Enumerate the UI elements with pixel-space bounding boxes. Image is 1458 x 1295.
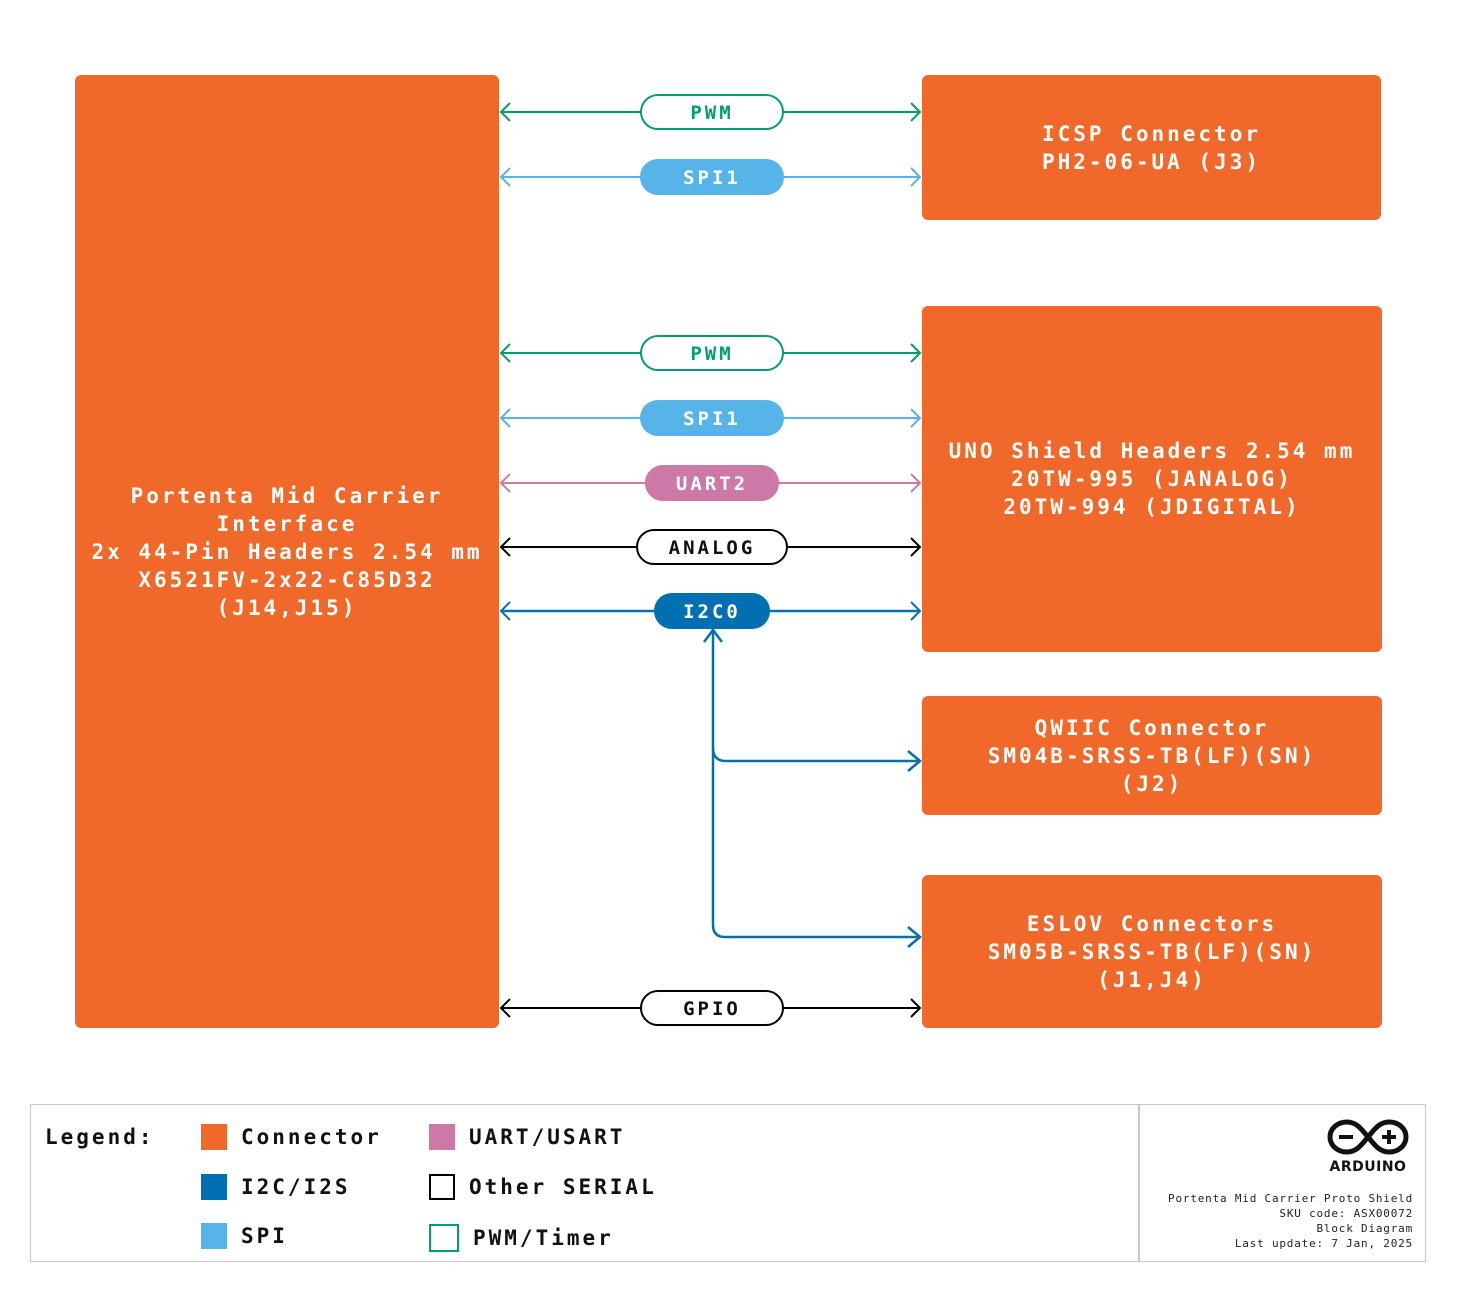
arrowhead (910, 167, 922, 187)
bus-label: ANALOG (669, 537, 756, 559)
legend-item-i2c: I2C/I2S (201, 1174, 351, 1200)
legend-label: Other SERIAL (469, 1175, 657, 1199)
legend-label: SPI (241, 1224, 288, 1248)
sku-code: SKU code: ASX00072 (1279, 1207, 1413, 1220)
arrowhead (499, 601, 511, 621)
i2c-swatch (201, 1174, 227, 1200)
legend-item-spi: SPI (201, 1223, 288, 1249)
bus-pill (640, 94, 784, 130)
block-label-line: SM04B-SRSS-TB(LF)(SN) (987, 743, 1317, 768)
legend-item-other-serial: Other SERIAL (429, 1174, 657, 1200)
legend-label: Connector (241, 1125, 382, 1149)
block-label-line: Interface (216, 511, 358, 536)
block-label-line: ICSP Connector (1041, 121, 1261, 146)
block-label-line: 20TW-994 (JDIGITAL) (1003, 495, 1301, 519)
i2c-branch-qwiic (711, 747, 918, 763)
block-label-line: 2x 44-Pin Headers 2.54 mm (91, 539, 483, 564)
legend-item-connector: Connector (201, 1124, 382, 1150)
block-label-line: 20TW-995 (JANALOG) (1011, 467, 1293, 491)
arrowhead (910, 601, 922, 621)
legend-label: PWM/Timer (473, 1226, 614, 1250)
arrowhead (910, 102, 922, 122)
uno-shield-headers-block: UNO Shield Headers 2.54 mm 20TW-995 (JANA… (922, 306, 1382, 652)
bus-pill (640, 159, 784, 195)
legend-title: Legend: (45, 1125, 155, 1149)
bus-pill (640, 990, 784, 1026)
arrowhead (499, 473, 511, 493)
arduino-logo: ARDUINO (1323, 1117, 1413, 1175)
block-label-line: (J1,J4) (1097, 967, 1207, 992)
block-label-line: SM05B-SRSS-TB(LF)(SN) (987, 939, 1317, 964)
block-label-line: UNO Shield Headers 2.54 mm (948, 439, 1356, 463)
arrowhead (703, 627, 723, 643)
last-update: Last update: 7 Jan, 2025 (1234, 1237, 1413, 1250)
bus-label: I2C0 (683, 601, 741, 623)
block-label-line: X6521FV-2x22-C85D32 (138, 567, 436, 592)
arduino-infinity-icon (1327, 1119, 1409, 1155)
arrowhead (910, 408, 922, 428)
bus-label: PWM (690, 343, 733, 365)
arrowhead (910, 537, 922, 557)
other-serial-swatch (429, 1174, 455, 1200)
legend-panel: Legend: Connector I2C/I2S SPI UART/USART… (30, 1104, 1426, 1262)
legend-label: I2C/I2S (241, 1175, 351, 1199)
pwm-swatch (429, 1224, 459, 1252)
block-label-line: QWIIC Connector (1034, 715, 1270, 740)
bus-pill (640, 400, 784, 436)
arrowhead (499, 408, 511, 428)
bus-pill (636, 529, 788, 565)
spi-swatch (201, 1223, 227, 1249)
arrowhead (499, 537, 511, 557)
legend-item-uart: UART/USART (429, 1124, 625, 1150)
bus-label: PWM (690, 102, 733, 124)
arrowhead (910, 343, 922, 363)
block-label-line: ESLOV Connectors (1026, 911, 1278, 936)
arrowhead (910, 998, 922, 1018)
connector-swatch (201, 1124, 227, 1150)
product-name: Portenta Mid Carrier Proto Shield (1168, 1192, 1413, 1205)
arrowhead (499, 343, 511, 363)
arrowhead (499, 998, 511, 1018)
legend-item-pwm: PWM/Timer (429, 1224, 614, 1252)
uart-swatch (429, 1124, 455, 1150)
block-label-line: (J2) (1120, 771, 1184, 796)
bus-label: SPI1 (683, 167, 741, 189)
arrowhead (907, 926, 922, 948)
legend-divider (1138, 1105, 1140, 1261)
arrowhead (499, 167, 511, 187)
i2c-branch-eslov (711, 630, 918, 939)
document-info: Portenta Mid Carrier Proto Shield SKU co… (1168, 1191, 1413, 1251)
legend-label: UART/USART (469, 1125, 626, 1149)
block-label-line: Portenta Mid Carrier (130, 483, 444, 508)
arrowhead (907, 750, 922, 772)
bus-label: SPI1 (683, 408, 741, 430)
logo-text: ARDUINO (1329, 1159, 1407, 1175)
bus-pill (654, 593, 770, 629)
block-label-line: (J14,J15) (216, 595, 358, 620)
document-type: Block Diagram (1316, 1222, 1413, 1235)
arrowhead (499, 102, 511, 122)
bus-label: UART2 (676, 473, 748, 495)
block-label-line: PH2-06-UA (J3) (1041, 149, 1261, 174)
bus-pill (640, 335, 784, 371)
arrowhead (910, 473, 922, 493)
bus-pill (645, 465, 779, 501)
bus-label: GPIO (683, 998, 741, 1020)
